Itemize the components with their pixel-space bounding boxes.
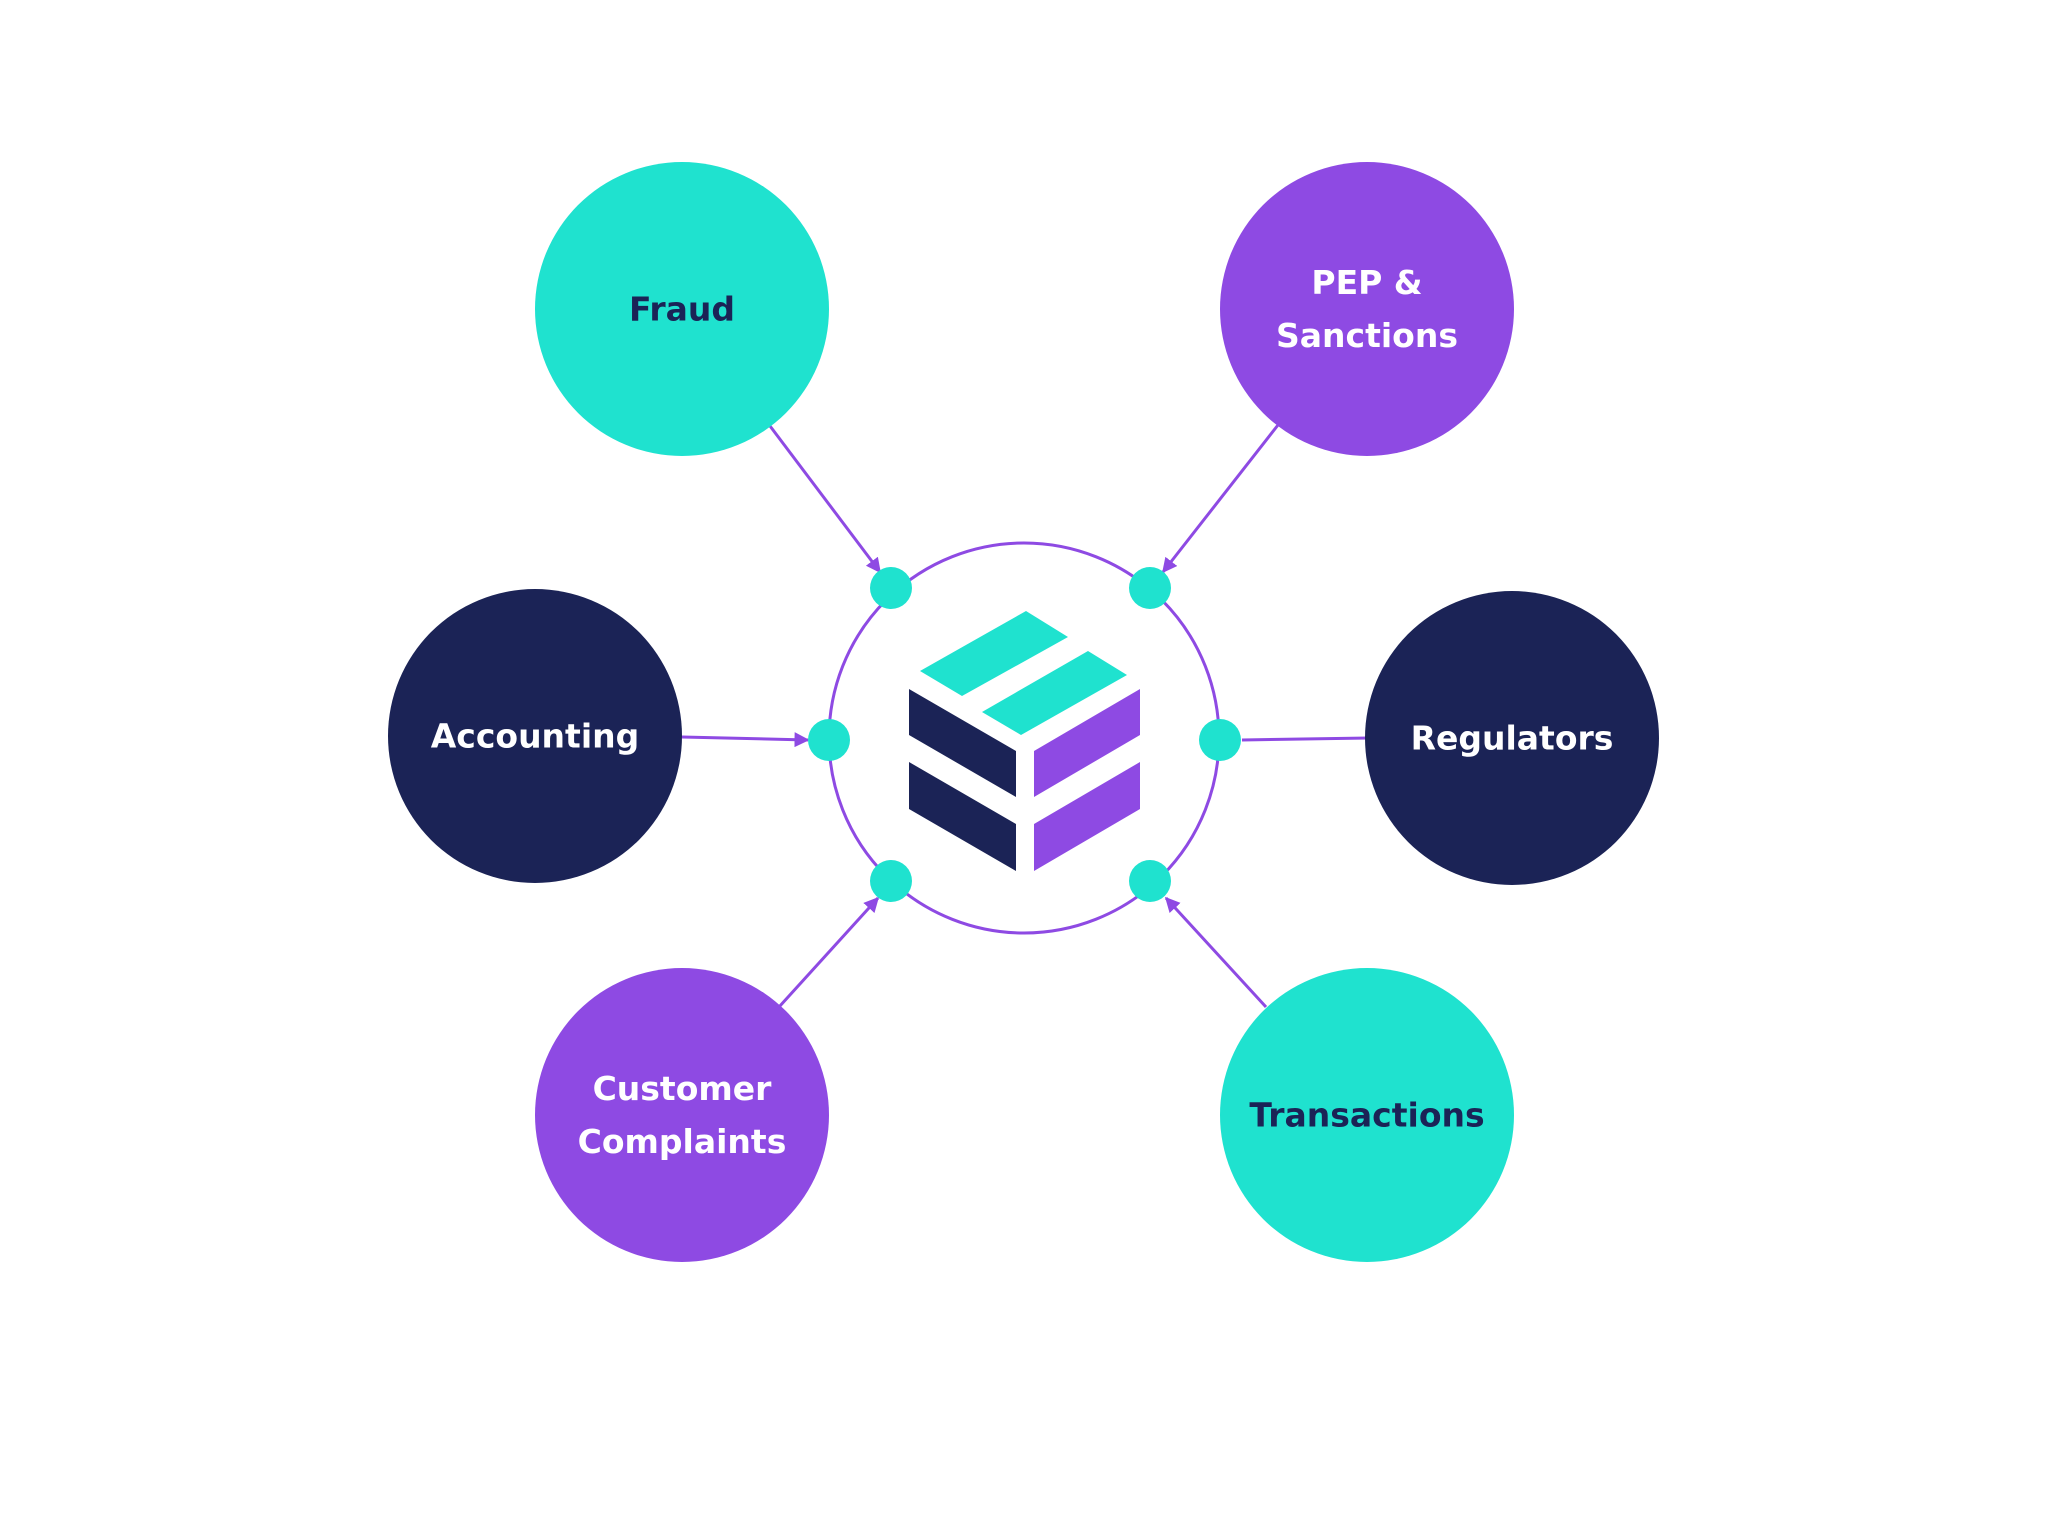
connector-accounting: [681, 732, 810, 748]
node-label-accounting: Accounting: [431, 717, 640, 756]
ring-dot-accounting: [808, 719, 850, 761]
node-label-customer-complaints-line-2: Complaints: [578, 1122, 787, 1161]
node-circle-fraud: [535, 162, 829, 456]
stacked-box-logo-icon: [909, 611, 1140, 871]
node-label-pep-sanctions-line-1: PEP &: [1311, 263, 1422, 302]
node-fraud: Fraud: [535, 162, 829, 456]
node-label-fraud: Fraud: [629, 290, 735, 329]
node-label-customer-complaints-line-1: Customer: [593, 1069, 773, 1108]
ring-connection-dots: [808, 567, 1241, 902]
node-regulators: Regulators: [1365, 591, 1659, 885]
node-circle-regulators: [1365, 591, 1659, 885]
node-pep-sanctions: PEP & Sanctions: [1220, 162, 1514, 456]
connector-pep-sanctions: [1161, 424, 1280, 574]
node-label-pep-sanctions-line-2: Sanctions: [1276, 316, 1458, 355]
node-label-regulators: Regulators: [1411, 719, 1614, 758]
ring-dot-fraud: [870, 567, 912, 609]
connector-fraud: [768, 425, 882, 574]
node-circle-transactions: [1220, 968, 1514, 1262]
connector-lines: [681, 424, 1370, 1009]
connector-regulators: [1241, 736, 1370, 742]
connector-transactions: [1164, 896, 1268, 1009]
node-circle-accounting: [388, 589, 682, 883]
node-circle-customer-complaints: [535, 968, 829, 1262]
node-accounting: Accounting: [388, 589, 682, 883]
node-label-transactions: Transactions: [1249, 1096, 1484, 1135]
node-circle-pep-sanctions: [1220, 162, 1514, 456]
ring-dot-transactions: [1129, 860, 1171, 902]
ring-dot-customer-complaints: [870, 860, 912, 902]
connector-customer-complaints: [777, 896, 880, 1009]
node-transactions: Transactions: [1220, 968, 1514, 1262]
ring-dot-pep-sanctions: [1129, 567, 1171, 609]
ring-dot-regulators: [1199, 719, 1241, 761]
